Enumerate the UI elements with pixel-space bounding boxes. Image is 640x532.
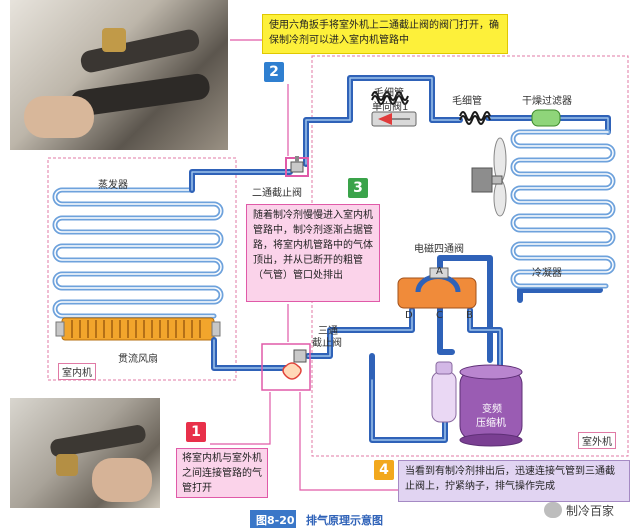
compressor-icon (459, 364, 523, 447)
label-capillary-2: 毛细管 (452, 96, 482, 107)
step-3-badge: 3 (348, 178, 368, 198)
wrench-photo-hand (24, 96, 94, 138)
step-1-note: 将室内机与室外机之间连接管路的气管打开 (176, 448, 268, 498)
caption-bar (0, 508, 640, 532)
outdoor-fan-icon (471, 137, 507, 217)
label-check-valve: 单向阀1 (372, 102, 409, 113)
label-port-b: B (466, 310, 473, 321)
label-crossflow-fan: 贯流风扇 (118, 354, 158, 365)
three-way-valve-icon (261, 343, 311, 391)
label-compressor-2: 压缩机 (476, 418, 506, 429)
crossflow-fan-icon (55, 317, 221, 341)
step-4-note: 当看到有制冷剂排出后，迅速连接气管到三通截止阀上，拧紧纳子，排气操作完成 (398, 460, 630, 502)
step-2-note: 使用六角扳手将室外机上二通截止阀的阀门打开，确保制冷剂可以进入室内机管路中 (262, 14, 508, 54)
evaporator-coil (52, 187, 224, 319)
watermark-text: 制冷百家 (566, 504, 615, 518)
step-1-badge: 1 (186, 422, 206, 442)
step-4-badge: 4 (374, 460, 394, 480)
refrigerant-pipes-highlight (191, 77, 609, 441)
wechat-icon (544, 502, 562, 518)
label-two-way-valve: 二通截止阀 (252, 188, 302, 199)
caption-title: 排气原理示意图 (306, 514, 383, 527)
condenser-coil (510, 129, 616, 289)
capillary-2-icon (459, 111, 491, 125)
label-three-way-valve-2: 截止阀 (312, 338, 342, 349)
capillary-1-icon (371, 91, 409, 105)
caption-figure: 图8-20 (256, 514, 295, 527)
wrench-photo-pipe-1 (79, 27, 201, 75)
wrench-photo (10, 0, 228, 150)
evaporator-coil-inner (54, 189, 222, 317)
accumulator-icon (431, 361, 457, 423)
dryer-filter-icon (531, 109, 561, 127)
label-condenser: 冷凝器 (532, 268, 562, 279)
indoor-pipe-photo-hand (92, 458, 152, 502)
check-valve-icon (371, 111, 417, 127)
condenser-coil-inner (512, 131, 614, 287)
label-three-way-valve-1: 三通 (318, 326, 338, 337)
solenoid-valve-icon (397, 267, 477, 309)
label-compressor-1: 变频 (482, 404, 502, 415)
step-2-badge: 2 (264, 62, 284, 82)
connector-lines (210, 39, 400, 491)
label-evaporator: 蒸发器 (98, 180, 128, 191)
label-solenoid-valve: 电磁四通阀 (414, 244, 464, 255)
label-dryer-filter: 干燥过滤器 (522, 96, 572, 107)
label-capillary-1: 毛细管 (374, 88, 404, 99)
label-outdoor-unit: 室外机 (578, 432, 616, 449)
step-3-note: 随着制冷剂慢慢进入室内机管路中，制冷剂逐渐占据管路，将室内机管路中的气体顶出，并… (246, 204, 380, 302)
wrench-photo-valve (102, 28, 126, 52)
caption-figure-box (250, 510, 296, 528)
two-way-valve-icon (285, 156, 309, 177)
label-port-c: C (436, 310, 443, 321)
label-port-a: A (436, 266, 443, 277)
label-indoor-unit: 室内机 (58, 363, 96, 380)
indoor-pipe-photo-nut (56, 454, 78, 476)
label-port-d: D (405, 310, 413, 321)
indoor-pipe-photo (10, 398, 160, 508)
